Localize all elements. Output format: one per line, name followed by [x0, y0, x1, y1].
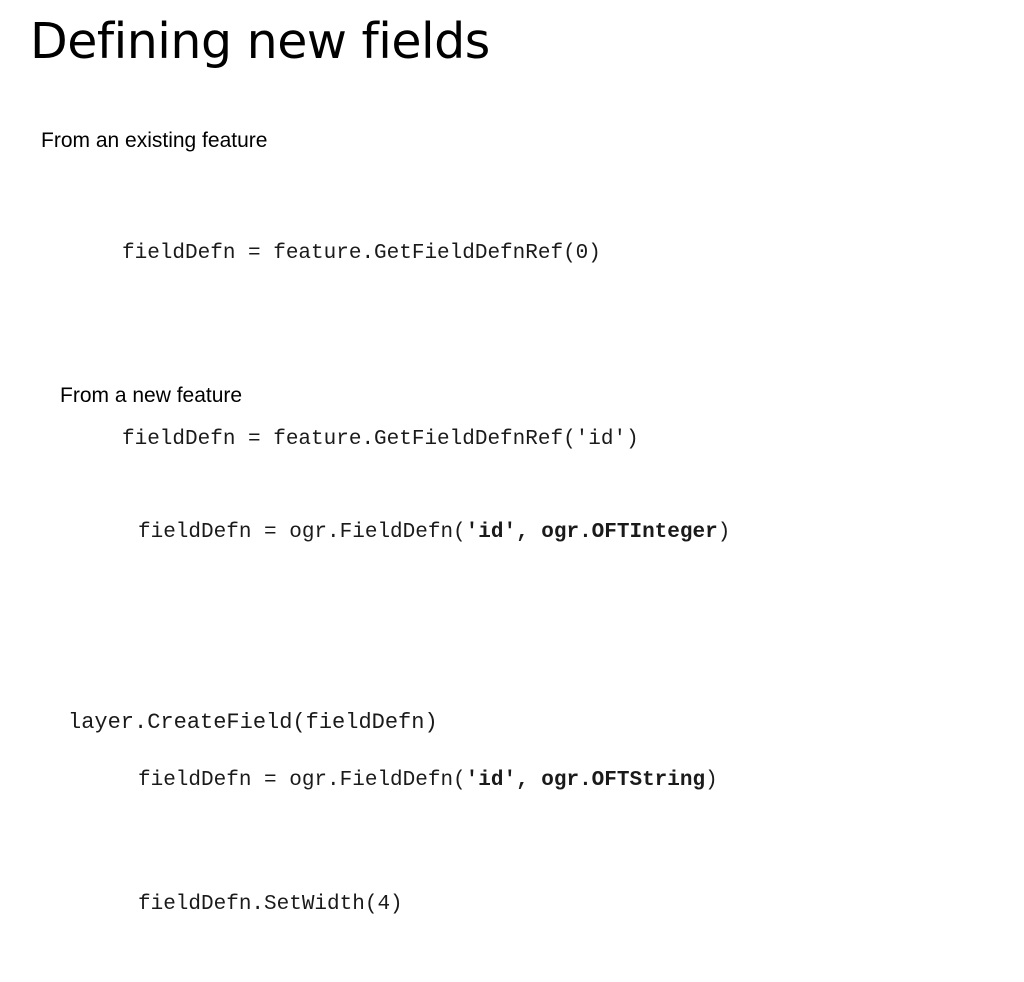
code-token-prefix: fieldDefn = ogr.FieldDefn( [138, 521, 466, 544]
code-line: fieldDefn.SetWidth(4) [138, 893, 403, 916]
code-line: fieldDefn = ogr.FieldDefn('id', ogr.OFTI… [138, 517, 730, 548]
section-heading-new-feature: From a new feature [60, 384, 243, 407]
code-line: fieldDefn = feature.GetFieldDefnRef(0) [122, 242, 601, 265]
slide-canvas: Defining new fields From an existing fea… [30, 13, 731, 916]
code-line: fieldDefn = feature.GetFieldDefnRef('id'… [122, 428, 639, 451]
code-line: layer.CreateField(fieldDefn) [68, 710, 438, 735]
code-token-suffix: ) [717, 521, 731, 544]
code-block-existing-feature: fieldDefn = feature.GetFieldDefnRef(0) f… [122, 176, 639, 517]
code-block-create-field: layer.CreateField(fieldDefn) [68, 645, 438, 800]
page-title: Defining new fields [30, 13, 490, 70]
section-heading-existing-feature: From an existing feature [41, 129, 268, 152]
code-token-emphasis: 'id', ogr.OFTString [465, 769, 706, 792]
code-token-emphasis: 'id', ogr.OFTInteger [465, 521, 718, 544]
code-token-suffix: ) [705, 769, 718, 792]
code-line-blank [122, 331, 639, 362]
